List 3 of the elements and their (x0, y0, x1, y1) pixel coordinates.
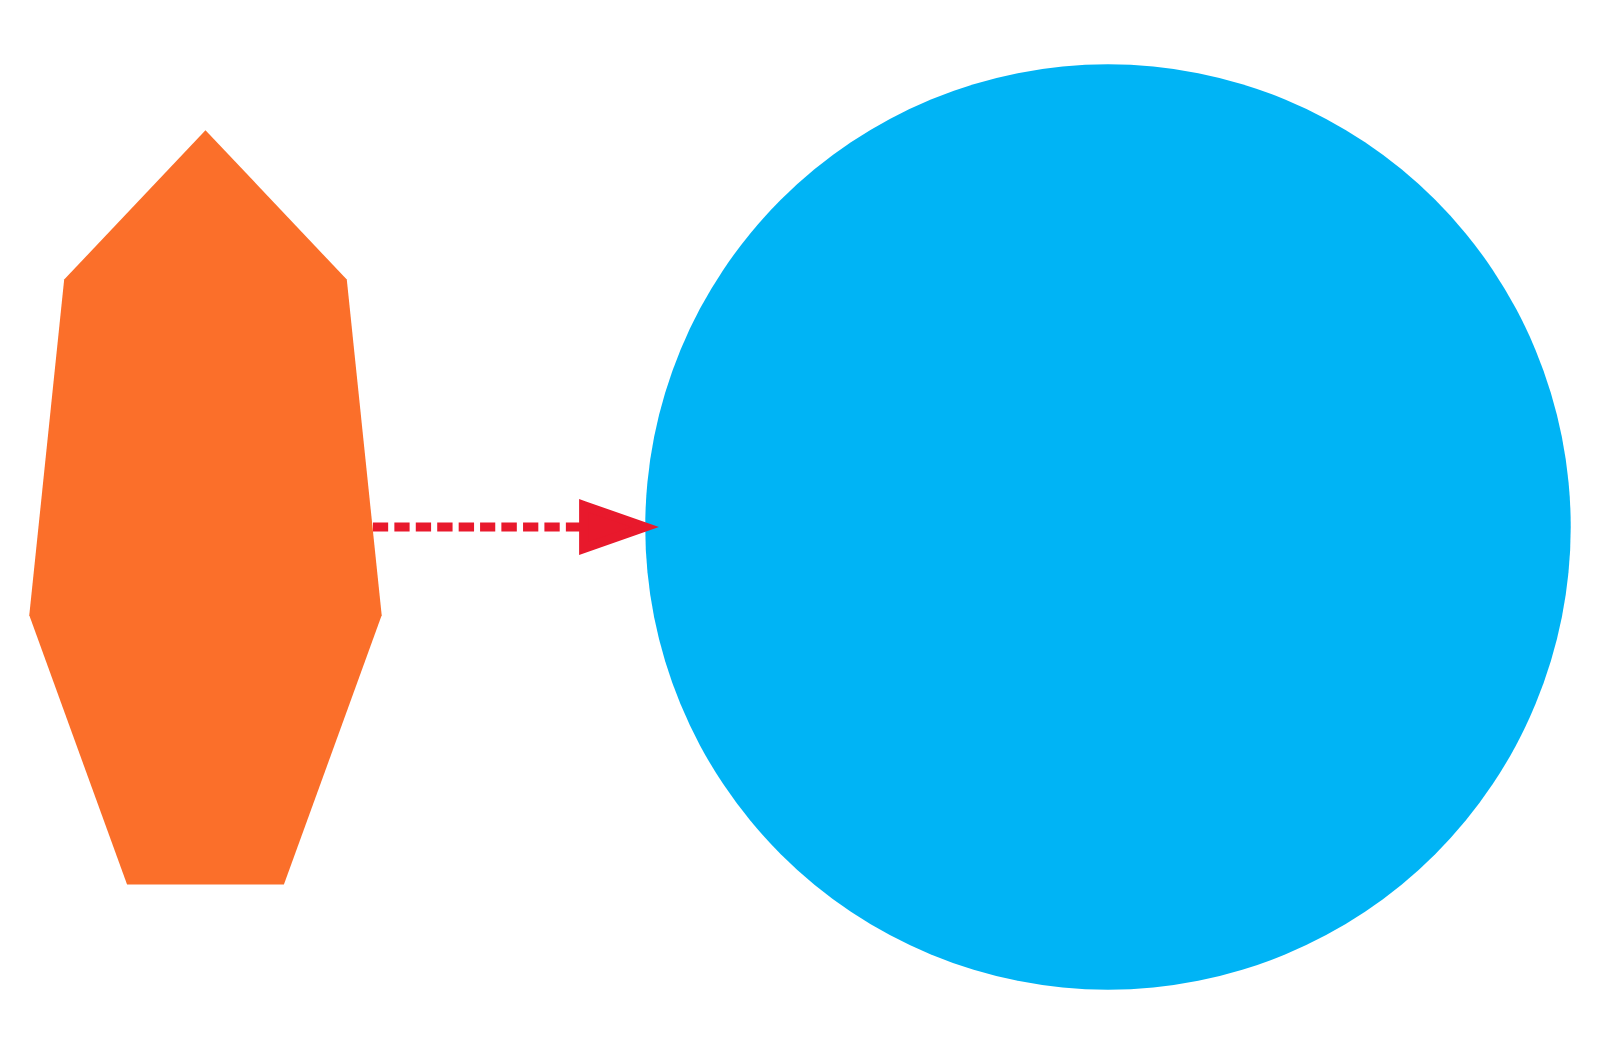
node-segment (29, 130, 382, 885)
arrow (372, 499, 659, 555)
node-circle (645, 64, 1571, 990)
